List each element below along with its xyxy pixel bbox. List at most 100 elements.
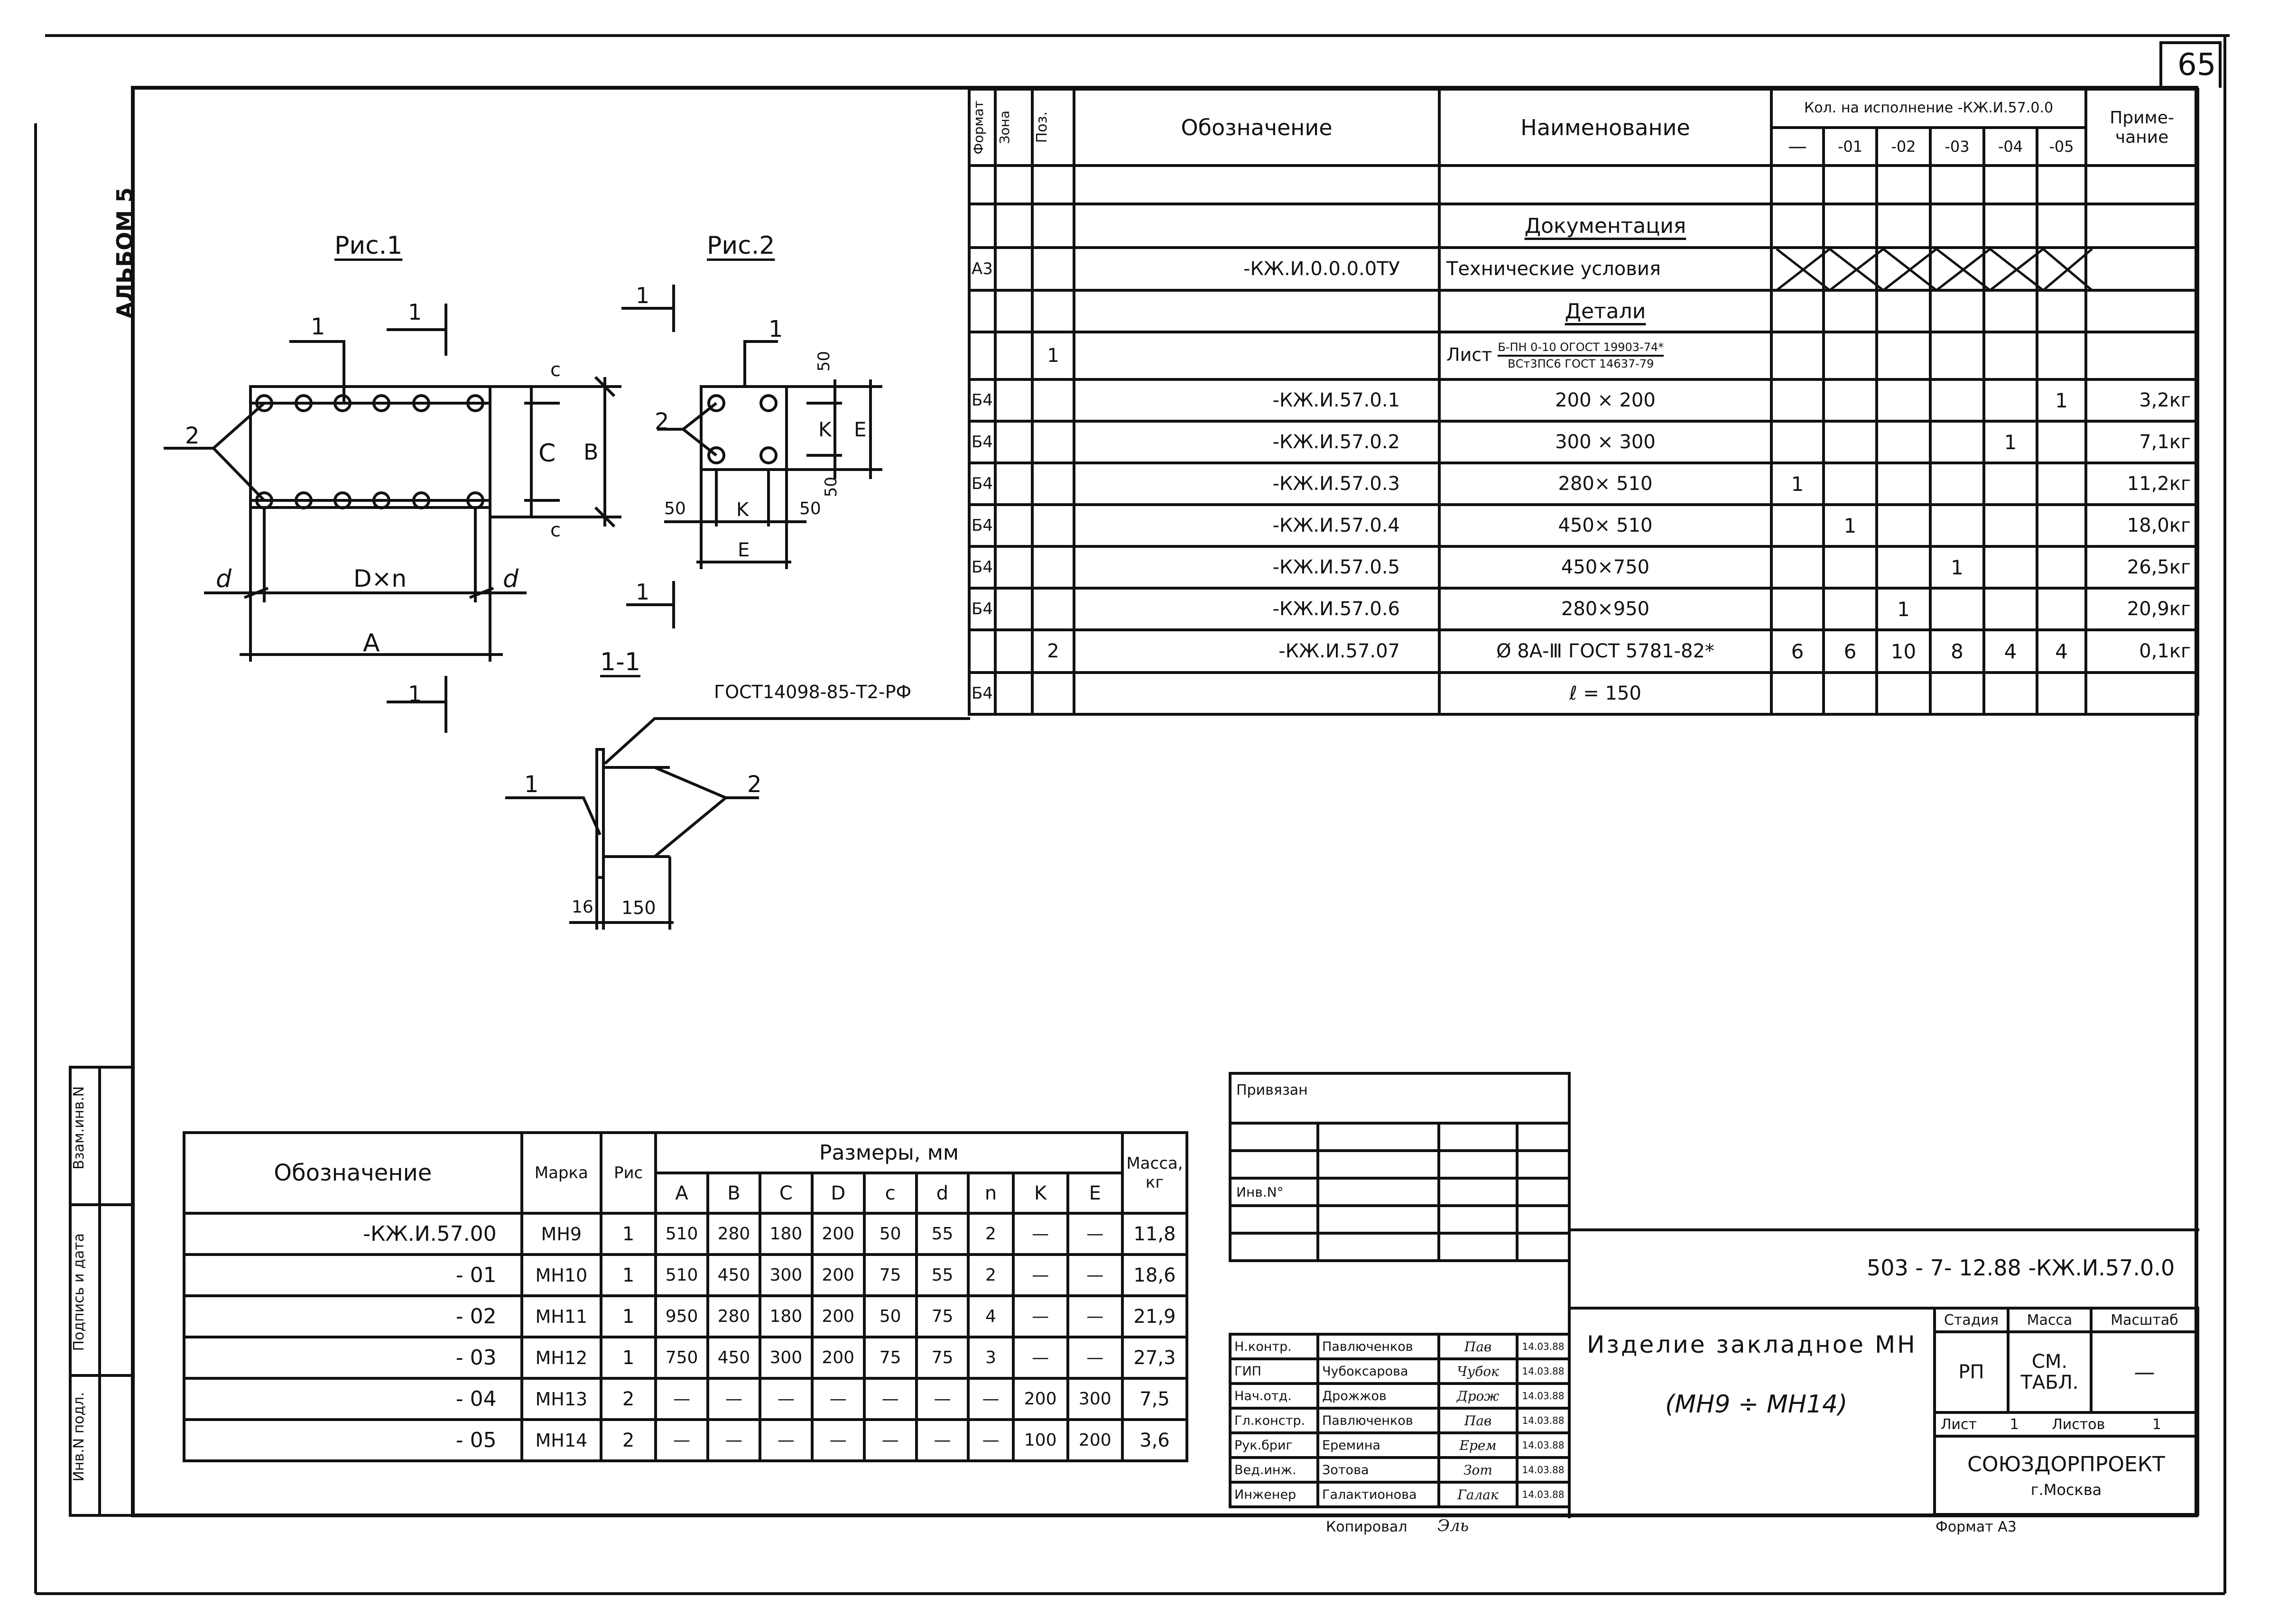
dims-head-marka: Марка	[520, 1131, 603, 1215]
spec-cell-qty	[1875, 246, 1932, 292]
spec-cell-qty	[1822, 203, 1878, 249]
dims-cell-value: —	[1066, 1336, 1124, 1380]
dims-cell-value: 75	[915, 1294, 970, 1338]
spec-head-designation: Обозначение	[1073, 88, 1441, 167]
spec-cell-qty	[1770, 331, 1825, 381]
spec-cell-format: Б4	[968, 671, 997, 716]
dims-cell-value: 200	[1011, 1377, 1069, 1421]
stamp-vzam: Взам.инв.N	[71, 1086, 87, 1170]
spec-cell-pos	[1031, 246, 1075, 292]
dims-head-sizes: Размеры, мм	[654, 1131, 1124, 1174]
spec-cell-format	[968, 203, 997, 249]
dims-cell-value: 50	[862, 1294, 918, 1338]
dims-col-header: n	[967, 1172, 1015, 1215]
spec-head-pos: Поз.	[1031, 88, 1075, 167]
spec-cell-qty: 1	[1929, 545, 1985, 590]
spec-cell-qty	[1982, 331, 2038, 381]
sig-name: Павлюченков	[1316, 1407, 1440, 1434]
fig2-dim-left-50: 50	[664, 499, 686, 518]
spec-cell-note: 7,1кг	[2084, 420, 2200, 464]
spec-cell-qty	[1770, 164, 1825, 205]
mass-header: Масса	[2007, 1307, 2093, 1333]
sig-date: 14.03.88	[1516, 1481, 1571, 1508]
sig-signature: Чубок	[1437, 1357, 1519, 1385]
spec-cell-qty	[1875, 461, 1932, 506]
dims-cell-value: —	[654, 1418, 710, 1462]
org-city: г.Москва	[2030, 1480, 2102, 1499]
spec-cell-note	[2084, 289, 2200, 333]
dims-cell-marka: МН12	[520, 1336, 603, 1380]
sheet-value: 1	[2010, 1416, 2019, 1433]
spec-cell-name	[1438, 164, 1773, 205]
dims-cell-value: —	[1011, 1336, 1069, 1380]
fig2-callout-2: 2	[655, 408, 669, 435]
dims-cell-mass: 3,6	[1121, 1418, 1189, 1462]
spec-cell-qty	[2035, 671, 2088, 716]
spec-cell-qty	[1822, 420, 1878, 464]
dims-cell-designation: - 04	[183, 1377, 523, 1421]
spec-cell-pos: 1	[1031, 331, 1075, 381]
sig-signature: Зот	[1437, 1456, 1519, 1484]
spec-cell-qty	[2035, 164, 2088, 205]
spec-section-heading: Документация	[1438, 203, 1773, 249]
spec-cell-name: 280×950	[1438, 587, 1773, 631]
dims-cell-value: 510	[654, 1212, 710, 1256]
spec-cell-qty	[1875, 671, 1932, 716]
dims-cell-value: —	[706, 1418, 761, 1462]
fig2-dim-K-v: K	[818, 418, 832, 441]
spec-cell-pos	[1031, 164, 1075, 205]
spec-cell-pos	[1031, 420, 1075, 464]
sig-role: ГИП	[1229, 1357, 1319, 1385]
spec-head-qty: Кол. на исполнение -КЖ.И.57.0.0	[1769, 88, 2088, 129]
fig2-dim-E: E	[738, 539, 750, 561]
dims-col-header: A	[654, 1172, 710, 1215]
privyazan-inv: Инв.N°	[1229, 1177, 1319, 1207]
spec-cell-qty	[1770, 671, 1825, 716]
dims-cell-marka: МН13	[520, 1377, 603, 1421]
spec-cell-pos	[1031, 503, 1075, 548]
spec-head-exec: -03	[1929, 126, 1985, 167]
spec-cell-qty	[2035, 587, 2088, 631]
dims-cell-mass: 21,9	[1121, 1294, 1189, 1338]
spec-cell-note: 0,1кг	[2084, 628, 2200, 674]
spec-cell-qty	[1929, 164, 1985, 205]
spec-cell-zone	[994, 503, 1034, 548]
dims-cell-value: 200	[810, 1336, 866, 1380]
spec-cell-note	[2084, 331, 2200, 381]
spec-cell-format: А3	[968, 246, 997, 292]
dims-cell-value: 200	[810, 1253, 866, 1297]
fig2-dim-K: K	[736, 499, 749, 521]
spec-head-zone: Зона	[994, 88, 1034, 167]
sheet-row: Лист 1 Листов 1	[1933, 1411, 2199, 1438]
dims-cell-mass: 11,8	[1121, 1212, 1189, 1256]
section-weld-label: ГОСТ14098-85-Т2-РФ	[714, 682, 912, 702]
format-label: Формат А3	[1936, 1519, 2017, 1535]
dims-cell-ris: 1	[600, 1253, 658, 1297]
dims-cell-value: 75	[862, 1336, 918, 1380]
spec-cell-qty	[1982, 203, 2038, 249]
spec-cell-zone	[994, 331, 1034, 381]
spec-head-name: Наименование	[1438, 88, 1773, 167]
dims-col-header: C	[758, 1172, 814, 1215]
privyazan-block: Привязан Инв.N°	[1228, 1072, 1571, 1262]
dims-head-mass: Масса, кг	[1121, 1131, 1189, 1215]
dims-cell-designation: -КЖ.И.57.00	[183, 1212, 523, 1256]
spec-cell-note	[2084, 203, 2200, 249]
sig-signature: Галак	[1437, 1481, 1519, 1508]
dims-cell-value: —	[967, 1418, 1015, 1462]
spec-cell-zone	[994, 671, 1034, 716]
sig-signature: Ерем	[1437, 1431, 1519, 1459]
fig1-dim-c-bottom: c	[550, 519, 561, 541]
dims-cell-mass: 7,5	[1121, 1377, 1189, 1421]
spec-cell-note: 20,9кг	[2084, 587, 2200, 631]
spec-cell-designation: -КЖ.И.57.0.2	[1073, 420, 1441, 464]
dims-cell-value: 750	[654, 1336, 710, 1380]
